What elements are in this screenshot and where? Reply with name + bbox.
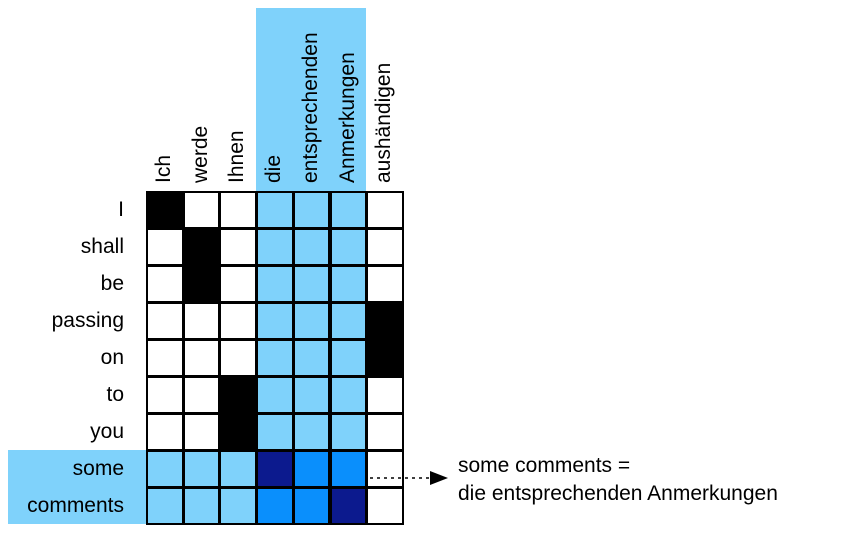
target-word-label: I bbox=[118, 198, 124, 221]
alignment-cell bbox=[366, 376, 404, 414]
source-word-label: Ihnen bbox=[225, 130, 249, 183]
alignment-cell bbox=[182, 191, 221, 229]
alignment-cell bbox=[256, 228, 294, 266]
source-word-label: aushändigen bbox=[372, 62, 396, 183]
alignment-cell bbox=[366, 413, 404, 451]
arrow-head bbox=[430, 471, 448, 485]
alignment-cell bbox=[366, 302, 404, 340]
alignment-cell bbox=[146, 191, 184, 229]
alignment-cell bbox=[256, 376, 294, 414]
alignment-cell bbox=[219, 228, 258, 266]
alignment-cell bbox=[366, 191, 404, 229]
alignment-cell bbox=[329, 450, 368, 488]
alignment-cell bbox=[256, 339, 294, 377]
alignment-cell bbox=[182, 302, 221, 340]
alignment-cell bbox=[329, 228, 368, 266]
alignment-cell bbox=[366, 339, 404, 377]
target-word-label: shall bbox=[80, 235, 124, 258]
alignment-cell bbox=[182, 339, 221, 377]
alignment-cell bbox=[256, 487, 294, 525]
source-word-label: Ich bbox=[152, 154, 175, 183]
alignment-cell bbox=[329, 487, 368, 525]
alignment-cell bbox=[329, 413, 368, 451]
alignment-cell bbox=[182, 265, 221, 303]
alignment-cell bbox=[256, 450, 294, 488]
annotation-arrow bbox=[370, 471, 448, 485]
alignment-cell bbox=[182, 450, 221, 488]
alignment-cell bbox=[146, 413, 184, 451]
alignment-cell bbox=[219, 265, 258, 303]
alignment-cell bbox=[219, 376, 258, 414]
alignment-cell bbox=[146, 228, 184, 266]
annotation-line-1: some comments = bbox=[458, 454, 631, 477]
alignment-cell bbox=[329, 191, 368, 229]
alignment-cell bbox=[292, 413, 331, 451]
annotation-line-2: die entsprechenden Anmerkungen bbox=[458, 482, 778, 505]
target-word-label: you bbox=[90, 420, 124, 443]
source-word-label: die bbox=[262, 154, 286, 183]
target-word-label: comments bbox=[27, 494, 124, 517]
alignment-cell bbox=[329, 302, 368, 340]
alignment-cell bbox=[329, 339, 368, 377]
source-word-label: entsprechenden bbox=[298, 32, 322, 183]
highlight-band-rows bbox=[8, 450, 146, 524]
alignment-cell bbox=[219, 413, 258, 451]
alignment-cell bbox=[256, 265, 294, 303]
source-word-label: werde bbox=[188, 125, 212, 183]
alignment-cell bbox=[366, 228, 404, 266]
alignment-cell bbox=[292, 265, 331, 303]
alignment-cell bbox=[292, 450, 331, 488]
target-word-label: on bbox=[100, 346, 124, 369]
alignment-cell bbox=[146, 450, 184, 488]
target-word-label: passing bbox=[51, 309, 124, 332]
alignment-cell bbox=[256, 413, 294, 451]
alignment-cell bbox=[219, 487, 258, 525]
alignment-cell bbox=[146, 265, 184, 303]
alignment-cell bbox=[366, 450, 404, 488]
alignment-cell bbox=[256, 302, 294, 340]
source-word-label: Anmerkungen bbox=[335, 52, 359, 183]
alignment-cell bbox=[366, 265, 404, 303]
alignment-cell bbox=[219, 191, 258, 229]
alignment-cell bbox=[292, 376, 331, 414]
alignment-cell bbox=[256, 191, 294, 229]
alignment-cell bbox=[182, 376, 221, 414]
alignment-cell bbox=[292, 302, 331, 340]
alignment-cell bbox=[292, 228, 331, 266]
target-word-label: be bbox=[100, 272, 124, 295]
alignment-cell bbox=[292, 487, 331, 525]
alignment-cell bbox=[182, 487, 221, 525]
alignment-cell bbox=[219, 450, 258, 488]
alignment-cell bbox=[146, 339, 184, 377]
alignment-cell bbox=[292, 191, 331, 229]
alignment-cell bbox=[366, 487, 404, 525]
alignment-cell bbox=[329, 265, 368, 303]
alignment-cell bbox=[182, 228, 221, 266]
target-word-label: to bbox=[106, 383, 124, 406]
target-word-label: some bbox=[72, 457, 124, 480]
alignment-cell bbox=[292, 339, 331, 377]
highlight-band-columns bbox=[256, 8, 367, 191]
alignment-cell bbox=[146, 487, 184, 525]
alignment-cell bbox=[182, 413, 221, 451]
alignment-cell bbox=[219, 339, 258, 377]
alignment-cell bbox=[146, 376, 184, 414]
alignment-cell bbox=[219, 302, 258, 340]
alignment-cell bbox=[329, 376, 368, 414]
alignment-cell bbox=[146, 302, 184, 340]
